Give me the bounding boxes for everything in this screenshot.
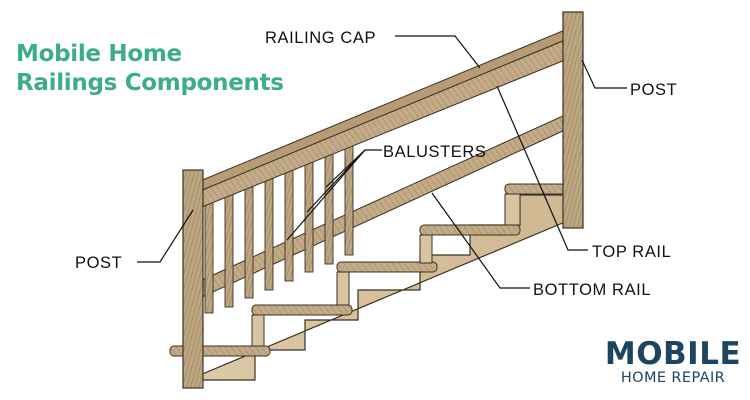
title-line-2: Railings Components bbox=[16, 70, 284, 96]
label-post-left: POST bbox=[75, 254, 122, 272]
post-left-shape bbox=[182, 169, 204, 389]
logo-line-2: HOME REPAIR bbox=[620, 370, 726, 386]
stair-treads bbox=[169, 183, 566, 357]
brand-logo: MOBILE HOME REPAIR bbox=[598, 338, 748, 386]
diagram-title: Mobile Home Railings Components bbox=[16, 40, 284, 98]
label-railing-cap: RAILING CAP bbox=[265, 29, 376, 47]
balusters bbox=[204, 126, 354, 314]
label-balusters: BALUSTERS bbox=[383, 143, 487, 161]
leader-lines bbox=[137, 35, 627, 289]
label-top-rail: TOP RAIL bbox=[592, 243, 671, 261]
title-line-1: Mobile Home bbox=[16, 41, 182, 67]
stair-risers bbox=[251, 193, 521, 347]
top-rail bbox=[201, 39, 566, 208]
label-bottom-rail: BOTTOM RAIL bbox=[533, 281, 651, 299]
logo-line-1: MOBILE bbox=[604, 336, 742, 372]
railing-cap bbox=[199, 29, 566, 192]
post-right-shape bbox=[562, 11, 584, 229]
label-post-right: POST bbox=[630, 81, 677, 99]
